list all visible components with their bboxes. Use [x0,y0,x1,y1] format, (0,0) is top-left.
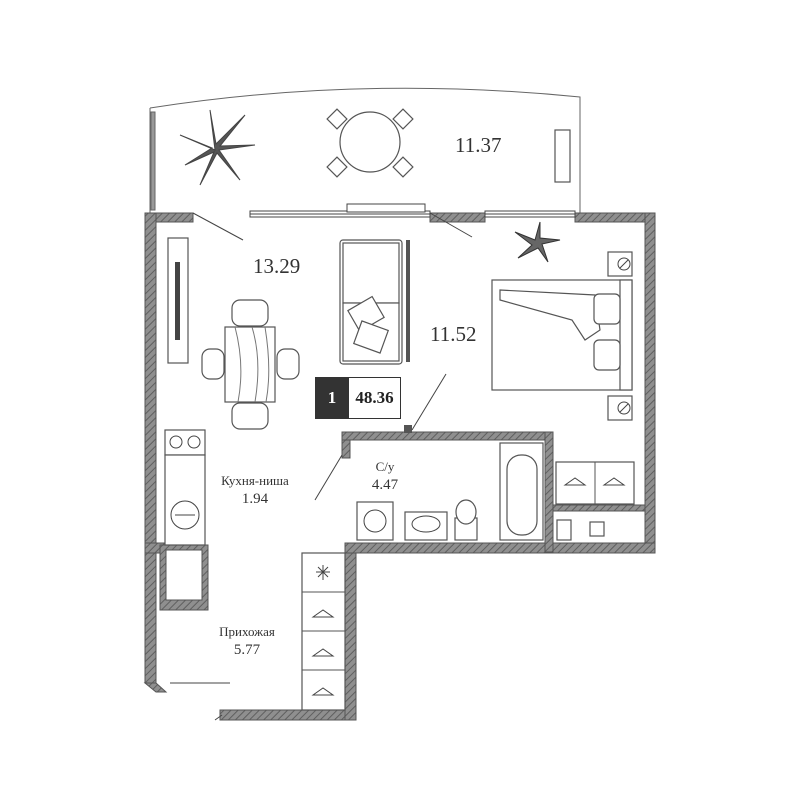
bathtub-icon [499,442,544,541]
round-table-icon [326,108,414,178]
room-area-bedroom: 11.52 [430,322,477,346]
dining-table-icon [201,299,300,430]
door-swings [170,212,473,721]
wardrobe-closet [555,461,635,505]
terrace-cabinet-icon [554,129,571,183]
room-label-hallway: Прихожая 5.77 [207,623,287,660]
terrace-outline [149,87,581,213]
total-area: 48.36 [349,377,401,419]
wardrobe-hanger-icon [311,609,335,696]
apartment-badge: 1 48.36 [315,377,401,419]
nightstand-lamp-icon [607,251,633,421]
room-area-hallway: 5.77 [233,642,261,658]
sofa-icon [339,239,403,365]
washbasin-icon [404,511,448,541]
room-area-living: 13.29 [253,254,301,278]
fridge-snowflake-icon [316,565,330,580]
room-label-kitchen: Кухня-ниша 1.94 [210,472,300,509]
room-name-kitchen: Кухня-ниша [221,473,289,488]
plant-icon [514,221,561,263]
palm-plant-icon [179,109,256,186]
rooms-count: 1 [315,377,349,419]
room-area-bathroom: 4.47 [371,477,399,493]
walls [143,203,656,721]
tv-unit-icon [167,237,189,364]
room-area-terrace: 11.37 [455,133,502,157]
room-area-kitchen: 1.94 [241,491,269,507]
room-label-bathroom: С/у 4.47 [358,458,412,495]
room-name-hallway: Прихожая [219,624,275,639]
sink-icon [170,500,200,530]
boiler-icon [556,519,605,541]
washing-machine-icon [356,501,394,541]
double-bed-icon [491,279,633,391]
hob-icon [164,429,206,456]
kitchen-counter [164,454,206,546]
room-name-bathroom: С/у [375,459,395,474]
toilet-icon [454,499,478,541]
